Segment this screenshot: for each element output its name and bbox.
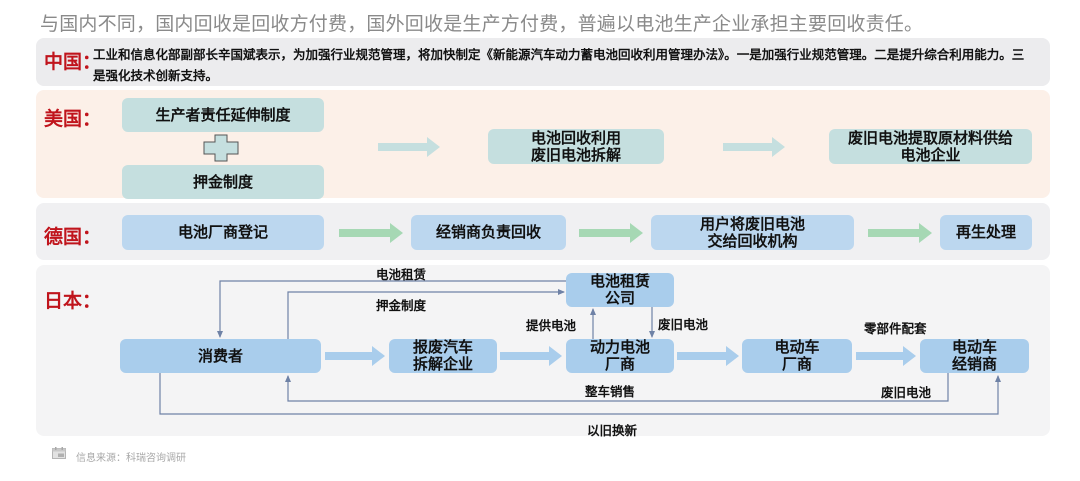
japan-node-dealer-line2: 经销商 [951, 355, 997, 373]
usa-arrow-2 [723, 137, 785, 157]
japan-label: 日本： [44, 290, 102, 312]
japan-node-leasing: 电池租赁 公司 [566, 273, 674, 307]
usa-box-recycling: 电池回收利用 废旧电池拆解 [488, 129, 664, 164]
usa-box-producer-responsibility-text: 生产者责任延伸制度 [155, 105, 291, 124]
japan-node-ev-maker: 电动车 厂商 [742, 339, 852, 373]
japan-node-battery-maker-line1: 动力电池 [589, 338, 650, 356]
edge-label-deposit: 押金制度 [376, 298, 427, 313]
usa-label: 美国： [44, 108, 102, 130]
germany-step-user-handover-line2: 交给回收机构 [707, 231, 798, 250]
usa-box-recycling-line2: 废旧电池拆解 [530, 145, 621, 164]
japan-node-dealer: 电动车 经销商 [920, 339, 1029, 373]
germany-step-dealer-recycling: 经销商负责回收 [411, 215, 566, 250]
edge-label-battery-lease: 电池租赁 [376, 267, 427, 282]
usa-box-deposit: 押金制度 [122, 165, 324, 199]
japan-node-dismantler-line1: 报废汽车 [412, 338, 473, 356]
japan-arrow-dismantler-battery [500, 346, 562, 366]
germany-arrow-3 [868, 223, 932, 243]
japan-node-battery-maker-line2: 厂商 [604, 355, 635, 373]
edge-label-waste-battery-2: 废旧电池 [881, 385, 932, 400]
japan-node-leasing-line1: 电池租赁 [589, 272, 650, 290]
line-battery-lease [217, 280, 566, 338]
usa-box-raw-material-line1: 废旧电池提取原材料供给 [847, 128, 1013, 147]
calendar-icon [52, 447, 66, 459]
japan-arrow-battery-ev [677, 346, 739, 366]
japan-node-dismantler-line2: 拆解企业 [412, 355, 473, 373]
plus-icon [203, 134, 239, 162]
japan-node-consumer: 消费者 [120, 339, 321, 373]
usa-box-raw-material: 废旧电池提取原材料供给 电池企业 [829, 129, 1032, 164]
china-panel [36, 38, 1050, 86]
china-label: 中国： [44, 51, 102, 73]
line-trade-in [159, 373, 1001, 415]
usa-box-producer-responsibility: 生产者责任延伸制度 [122, 98, 324, 132]
japan-node-dealer-line1: 电动车 [951, 338, 997, 356]
usa-box-deposit-text: 押金制度 [192, 172, 253, 191]
edge-label-waste-battery-1: 废旧电池 [658, 317, 709, 332]
japan-node-ev-maker-line2: 厂商 [781, 355, 812, 373]
germany-label: 德国： [44, 226, 102, 248]
line-deposit [287, 289, 565, 339]
germany-step-user-handover: 用户将废旧电池 交给回收机构 [651, 215, 854, 250]
japan-node-dismantler: 报废汽车 拆解企业 [389, 339, 497, 373]
japan-node-leasing-line2: 公司 [604, 289, 635, 307]
japan-arrow-ev-dealer [856, 346, 916, 366]
china-text: 工业和信息化部副部长辛国斌表示，为加强行业规范管理，将加快制定《新能源汽车动力蓄… [93, 47, 1025, 83]
page-title: 与国内不同，国内回收是回收方付费，国外回收是生产方付费，普遍以电池生产企业承担主… [40, 13, 924, 35]
germany-step-dealer-recycling-text: 经销商负责回收 [435, 223, 541, 241]
edge-label-vehicle-sales: 整车销售 [585, 384, 636, 399]
japan-node-consumer-text: 消费者 [197, 346, 243, 365]
japan-node-ev-maker-line1: 电动车 [774, 338, 820, 356]
usa-box-recycling-line1: 电池回收利用 [530, 128, 621, 147]
usa-arrow-1 [378, 137, 440, 157]
line-vehicle-sales [285, 373, 949, 402]
germany-arrow-1 [339, 223, 403, 243]
germany-step-registration: 电池厂商登记 [122, 215, 324, 250]
usa-box-raw-material-line2: 电池企业 [900, 145, 961, 164]
japan-arrow-consumer-dismantler [325, 346, 385, 366]
edge-label-supply-battery: 提供电池 [526, 318, 577, 333]
germany-step-regeneration: 再生处理 [940, 215, 1032, 250]
germany-step-regeneration-text: 再生处理 [955, 223, 1016, 241]
edge-label-parts-supply: 零部件配套 [864, 321, 927, 336]
germany-step-user-handover-line1: 用户将废旧电池 [699, 214, 805, 233]
germany-step-registration-text: 电池厂商登记 [177, 223, 268, 241]
source-note: 信息来源：科瑞咨询调研 [76, 453, 186, 464]
germany-arrow-2 [579, 223, 643, 243]
edge-label-trade-in: 以旧换新 [587, 423, 638, 438]
japan-node-battery-maker: 动力电池 厂商 [566, 339, 674, 373]
